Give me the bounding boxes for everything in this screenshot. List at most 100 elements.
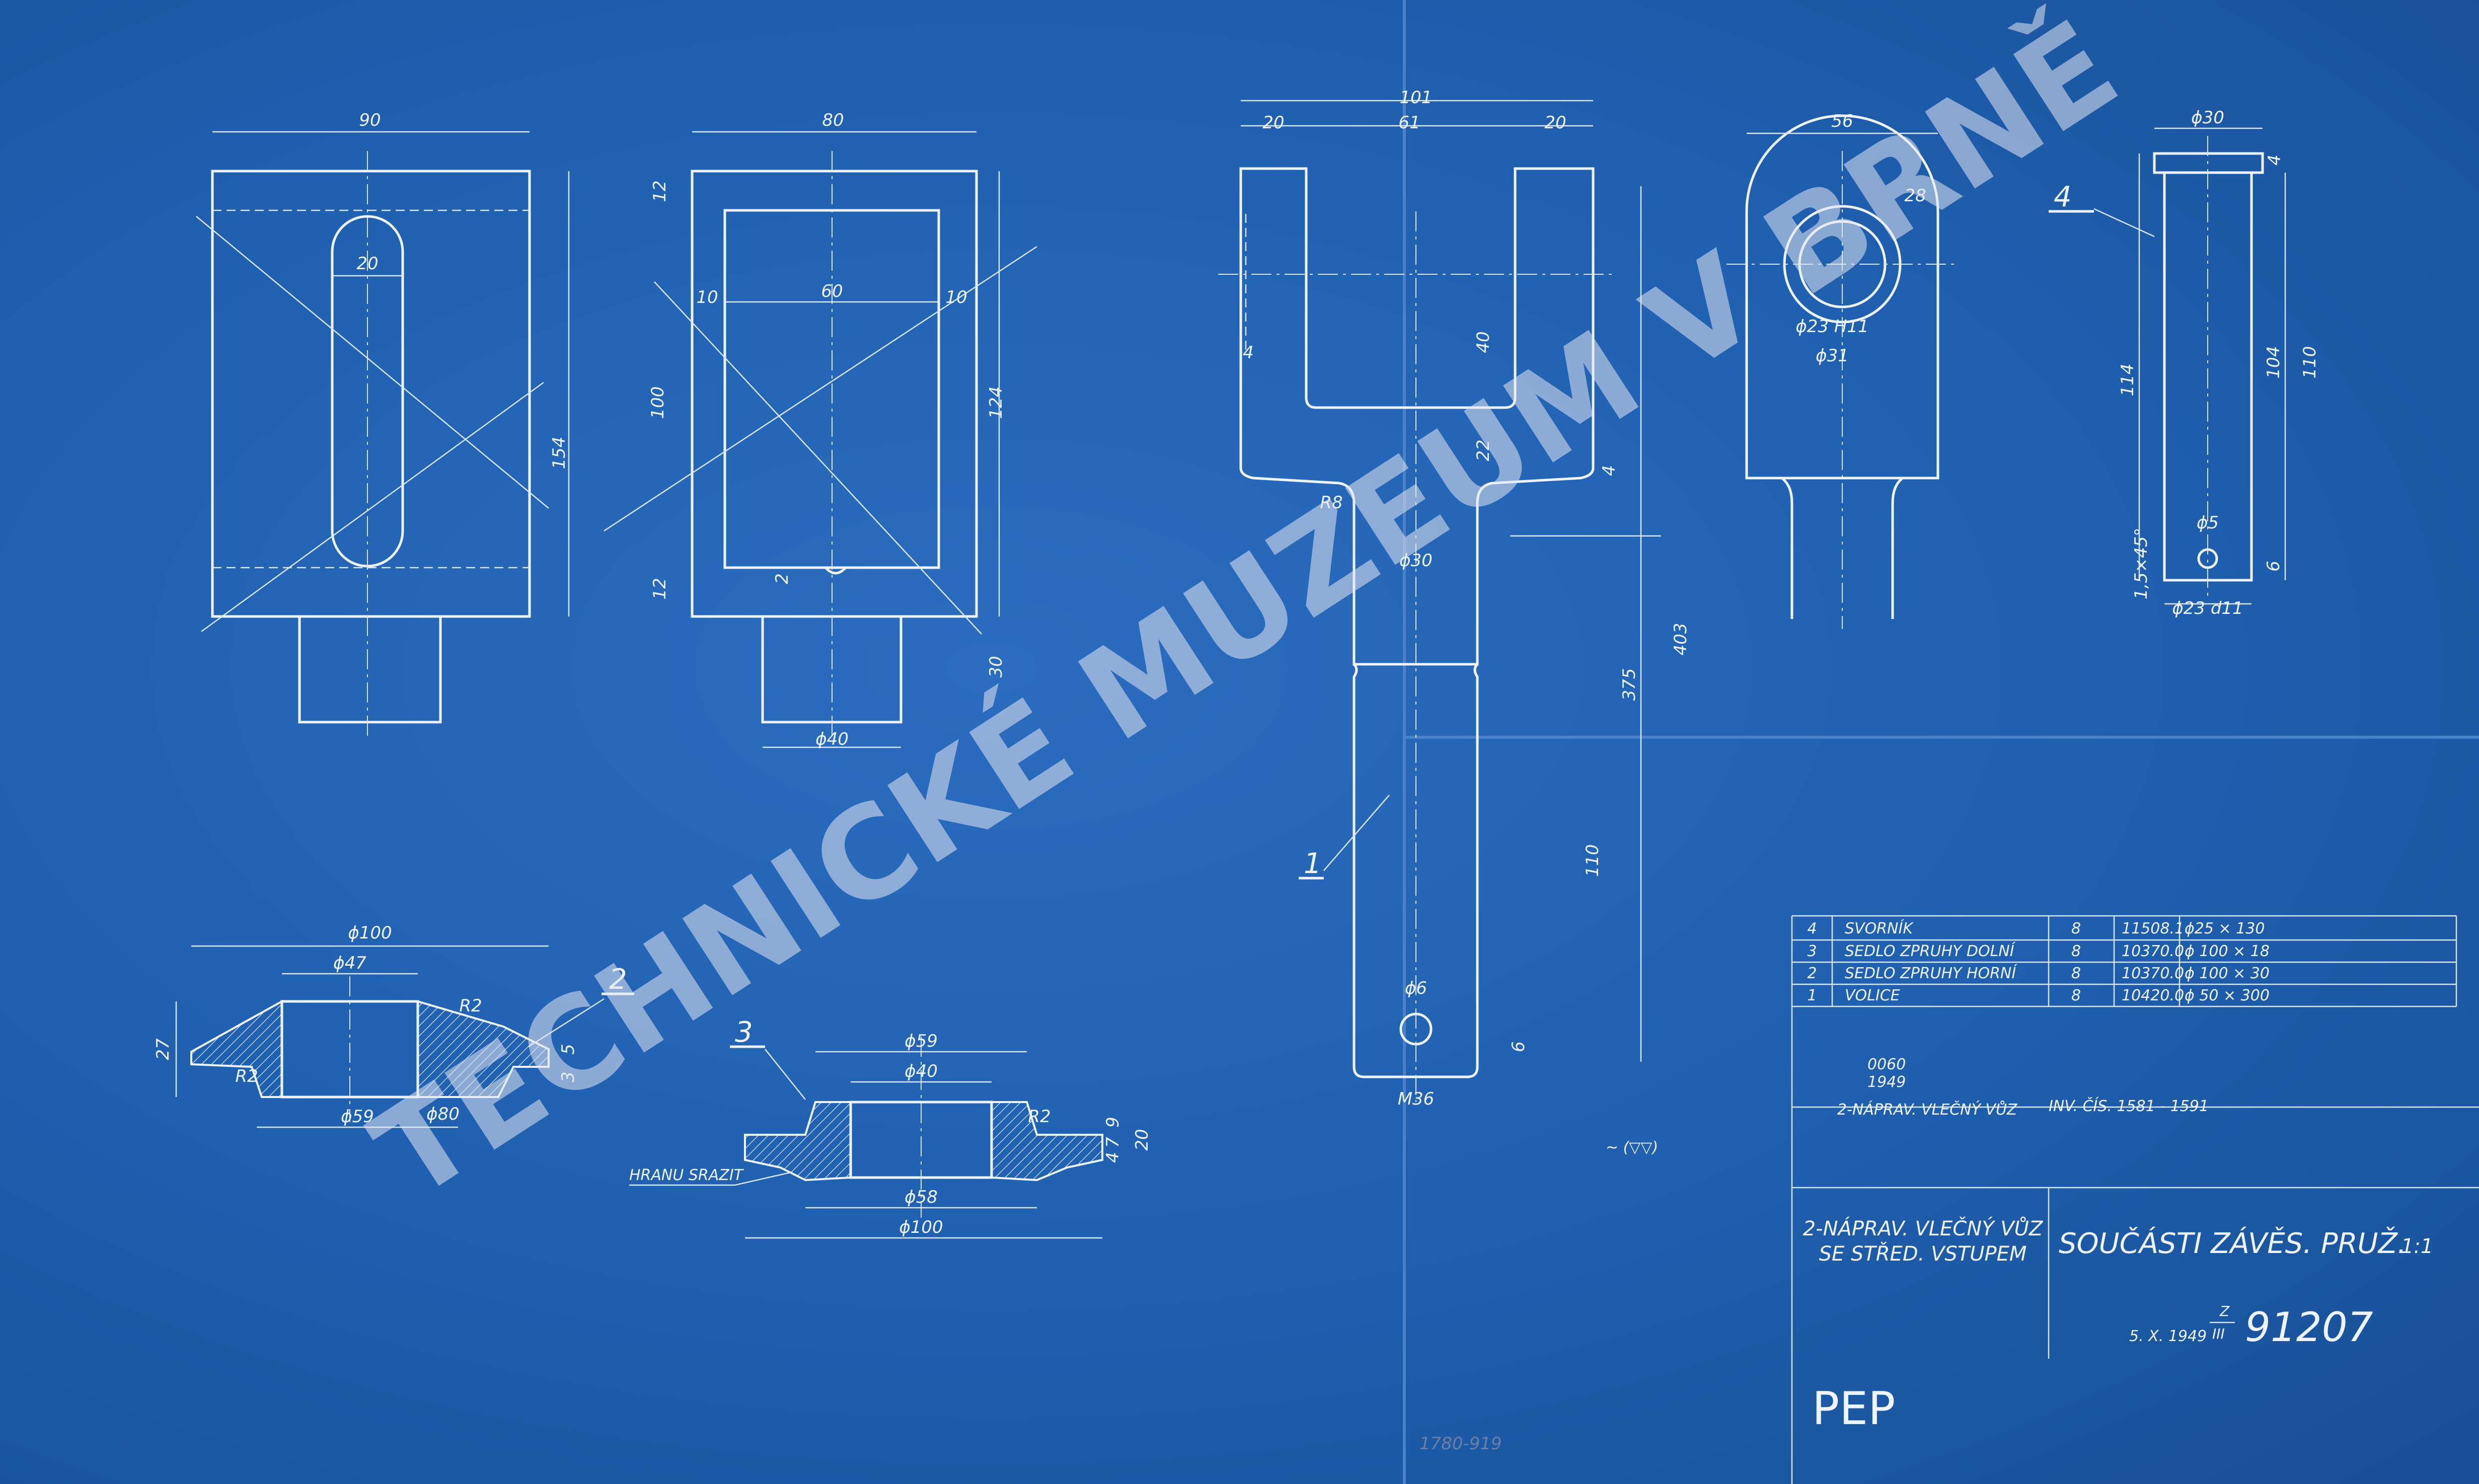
vehicle-line-2: SE STŘED. VSTUPEM: [1819, 1241, 2027, 1266]
ref-code: 0060: [1867, 1056, 1906, 1073]
dim-text: 2: [772, 573, 792, 584]
dim-text: 10: [696, 287, 718, 307]
dim-text: ϕ6: [1405, 978, 1427, 998]
drawing-scale: 1:1: [2401, 1235, 2433, 1258]
inventory-no: INV. ČÍS. 1581 - 1591: [2049, 1097, 2209, 1115]
cell-name: VOLICE: [1845, 987, 1900, 1004]
dim-text: 3: [558, 1071, 578, 1082]
ref-year: 1949: [1867, 1073, 1906, 1091]
cell-name: SEDLO ZPRUHY HORNÍ: [1845, 964, 2017, 982]
view-fork-part-1: [1218, 100, 1661, 1102]
dim-text: 30: [986, 656, 1006, 677]
dim-text: 403: [1671, 623, 1691, 656]
cell-size: ϕ 100 × 30: [2185, 965, 2270, 982]
cell-size: ϕ 50 × 300: [2185, 987, 2270, 1004]
dim-text: 80: [822, 110, 844, 130]
dim-text: 124: [986, 386, 1006, 419]
dim-text: ϕ59: [341, 1107, 374, 1127]
dimension-labels: 90 20 154 100 80 10 60 10 12 124 12 2 30…: [153, 88, 2320, 1237]
dim-text: ϕ47: [333, 953, 366, 973]
dim-text: ϕ100: [899, 1217, 943, 1237]
cell-size: ϕ 100 × 18: [2185, 943, 2270, 960]
dim-text: 4: [2265, 154, 2285, 166]
dim-text: 28: [1904, 186, 1926, 206]
dim-text: 7: [1103, 1137, 1123, 1148]
dim-text: 27: [153, 1038, 173, 1060]
drawing-title: SOUČÁSTI ZÁVĚS. PRUŽ.: [2059, 1227, 2407, 1260]
leader-3: [765, 1049, 806, 1100]
dim-text: 40: [1473, 331, 1493, 353]
dim-text: 60: [821, 281, 843, 301]
parts-list-table: [1791, 915, 2479, 1484]
cell-no: 4: [1807, 920, 1817, 938]
cell-qty: 8: [2071, 965, 2081, 982]
dim-text: ϕ40: [815, 729, 849, 749]
leader-1: [1323, 795, 1390, 871]
archive-note: 1780-919: [1419, 1434, 1502, 1454]
callout-4: 4: [2054, 181, 2072, 213]
dim-text: 20: [1262, 113, 1284, 133]
view-plate-middle: [604, 131, 1037, 748]
dim-text: R2: [235, 1066, 258, 1086]
dim-text: ϕ23 H11: [1795, 317, 1868, 337]
view-plate-left: [196, 131, 570, 740]
cell-no: 1: [1807, 987, 1817, 1004]
dim-text: 12: [650, 578, 670, 599]
surface-mark: ~ (▽▽): [1606, 1139, 1658, 1156]
parts-list-rows: 4 SVORNÍK 8 11508.1 ϕ25 × 130 3 SEDLO ZP…: [1807, 919, 2270, 1004]
leader-2: [528, 998, 605, 1048]
cell-code: 10420.0: [2122, 987, 2184, 1004]
leader-4: [2093, 208, 2155, 238]
dim-text: 110: [2300, 346, 2320, 379]
dim-text: R8: [1320, 493, 1342, 513]
dim-text: 6: [1509, 1041, 1529, 1052]
dim-text: ϕ30: [2191, 108, 2224, 128]
cell-qty: 8: [2071, 943, 2081, 960]
cell-code: 10370.0: [2122, 943, 2184, 960]
dim-text: 110: [1583, 844, 1603, 877]
dim-text: ϕ100: [348, 923, 392, 943]
dim-text: 90: [359, 110, 381, 130]
view-pin-part-4: [2138, 127, 2286, 605]
drawing-date: 5. X. 1949: [2129, 1327, 2207, 1345]
chamfer-note: HRANU SRAZIT: [629, 1166, 744, 1184]
dim-text: ϕ58: [905, 1187, 938, 1207]
dim-text: 20: [356, 254, 378, 274]
dim-text: ϕ40: [905, 1061, 938, 1081]
dim-text: 114: [2118, 364, 2138, 397]
dim-text: 4: [1243, 343, 1254, 363]
dim-text: 6: [2264, 561, 2284, 572]
cell-no: 2: [1807, 965, 1817, 982]
dim-text: 20: [1132, 1129, 1152, 1150]
vehicle-short: 2-NÁPRAV. VLEČNÝ VŮZ: [1837, 1100, 2018, 1119]
watermark-text: TECHNICKÉ MUZEUM V BRNĚ: [349, 0, 2142, 1227]
callout-1: 1: [1304, 847, 1322, 880]
view-eye: [1726, 114, 1958, 629]
dim-text: ϕ80: [426, 1104, 460, 1124]
dim-text: 4: [1599, 465, 1619, 476]
callout-3: 3: [735, 1016, 753, 1049]
dim-text: ϕ59: [905, 1031, 938, 1051]
dim-text: 9: [1103, 1117, 1123, 1128]
dim-text: 101: [1400, 88, 1433, 108]
dim-text: 1,5×45°: [2131, 528, 2151, 600]
dim-text: 4: [1103, 1152, 1123, 1163]
cell-code: 10370.0: [2122, 965, 2184, 982]
dim-text: ϕ23 d11: [2172, 598, 2243, 618]
dim-text: 22: [1473, 439, 1493, 461]
pep-stamp: PEP: [1812, 1382, 1895, 1435]
dim-text: ϕ5: [2197, 513, 2219, 533]
dim-text: R2: [1028, 1107, 1050, 1127]
dim-text: 100: [648, 386, 668, 419]
drawing-prefix-top: Z: [2219, 1303, 2230, 1319]
dim-text: 10: [945, 287, 967, 307]
dim-text: 104: [2264, 346, 2284, 379]
dim-text: R2: [459, 996, 482, 1016]
vehicle-line-1: 2-NÁPRAV. VLEČNÝ VŮZ: [1803, 1216, 2044, 1240]
dim-text: 375: [1619, 668, 1639, 701]
dim-text: 5: [558, 1044, 578, 1055]
drawing-number: 91207: [2245, 1304, 2373, 1351]
dim-text: M36: [1398, 1089, 1435, 1109]
